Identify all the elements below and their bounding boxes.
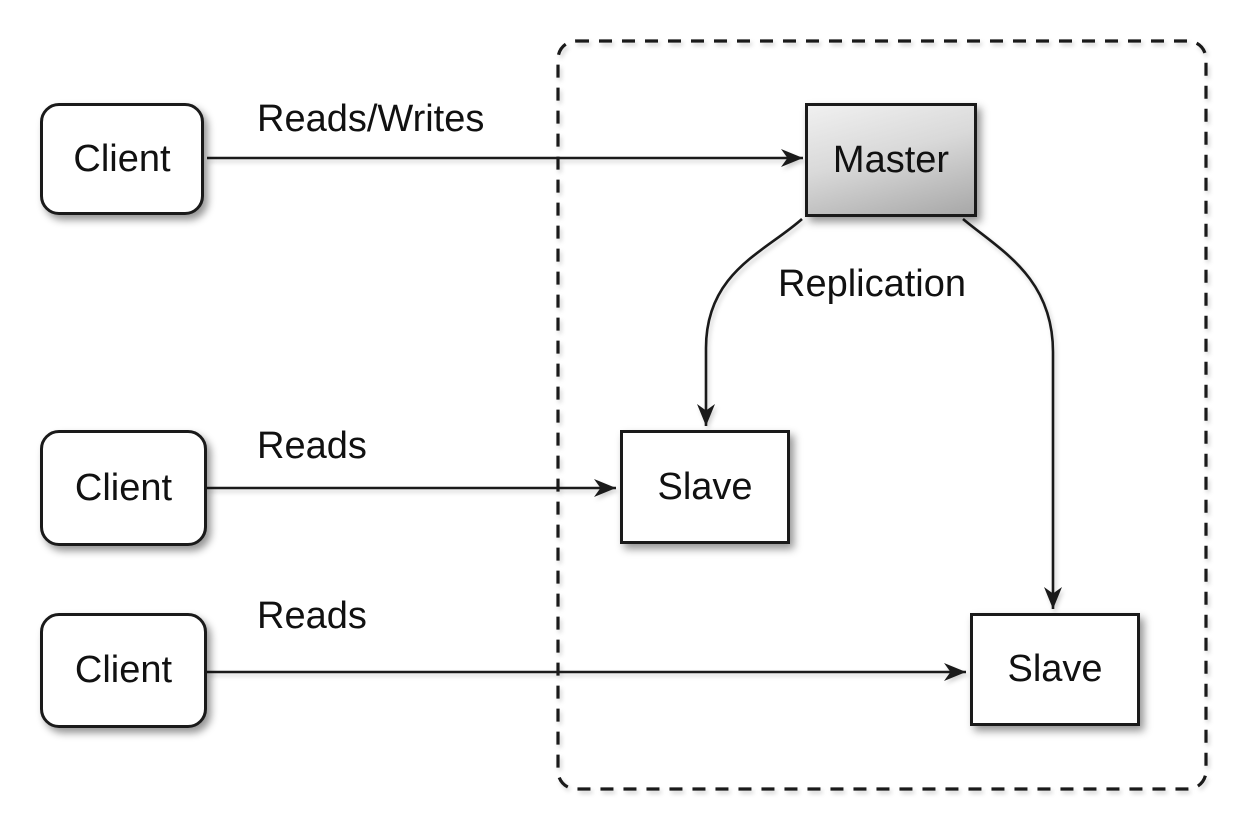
replication-group-dashed-boundary xyxy=(556,39,1208,791)
edge-label-reads-client3: Reads xyxy=(257,595,367,637)
node-client-1-label: Client xyxy=(73,137,171,180)
edge-label-reads-client2: Reads xyxy=(257,425,367,467)
node-slave-1-label: Slave xyxy=(657,465,753,508)
node-client-3: Client xyxy=(40,613,207,728)
node-client-2: Client xyxy=(40,430,207,546)
node-slave-2-label: Slave xyxy=(1007,648,1103,690)
node-slave-2: Slave xyxy=(970,613,1140,726)
node-slave-1: Slave xyxy=(620,430,790,544)
node-client-1: Client xyxy=(40,103,204,215)
node-master: Master xyxy=(805,103,977,217)
edge-label-reads-writes: Reads/Writes xyxy=(257,98,485,140)
node-client-2-label: Client xyxy=(74,466,173,509)
node-master-label: Master xyxy=(832,138,950,181)
arrow-replication-master-to-slave1 xyxy=(697,218,803,426)
arrow-replication-master-to-slave2 xyxy=(962,218,1062,609)
node-client-3-label: Client xyxy=(74,649,173,691)
edge-label-replication: Replication xyxy=(778,263,966,305)
